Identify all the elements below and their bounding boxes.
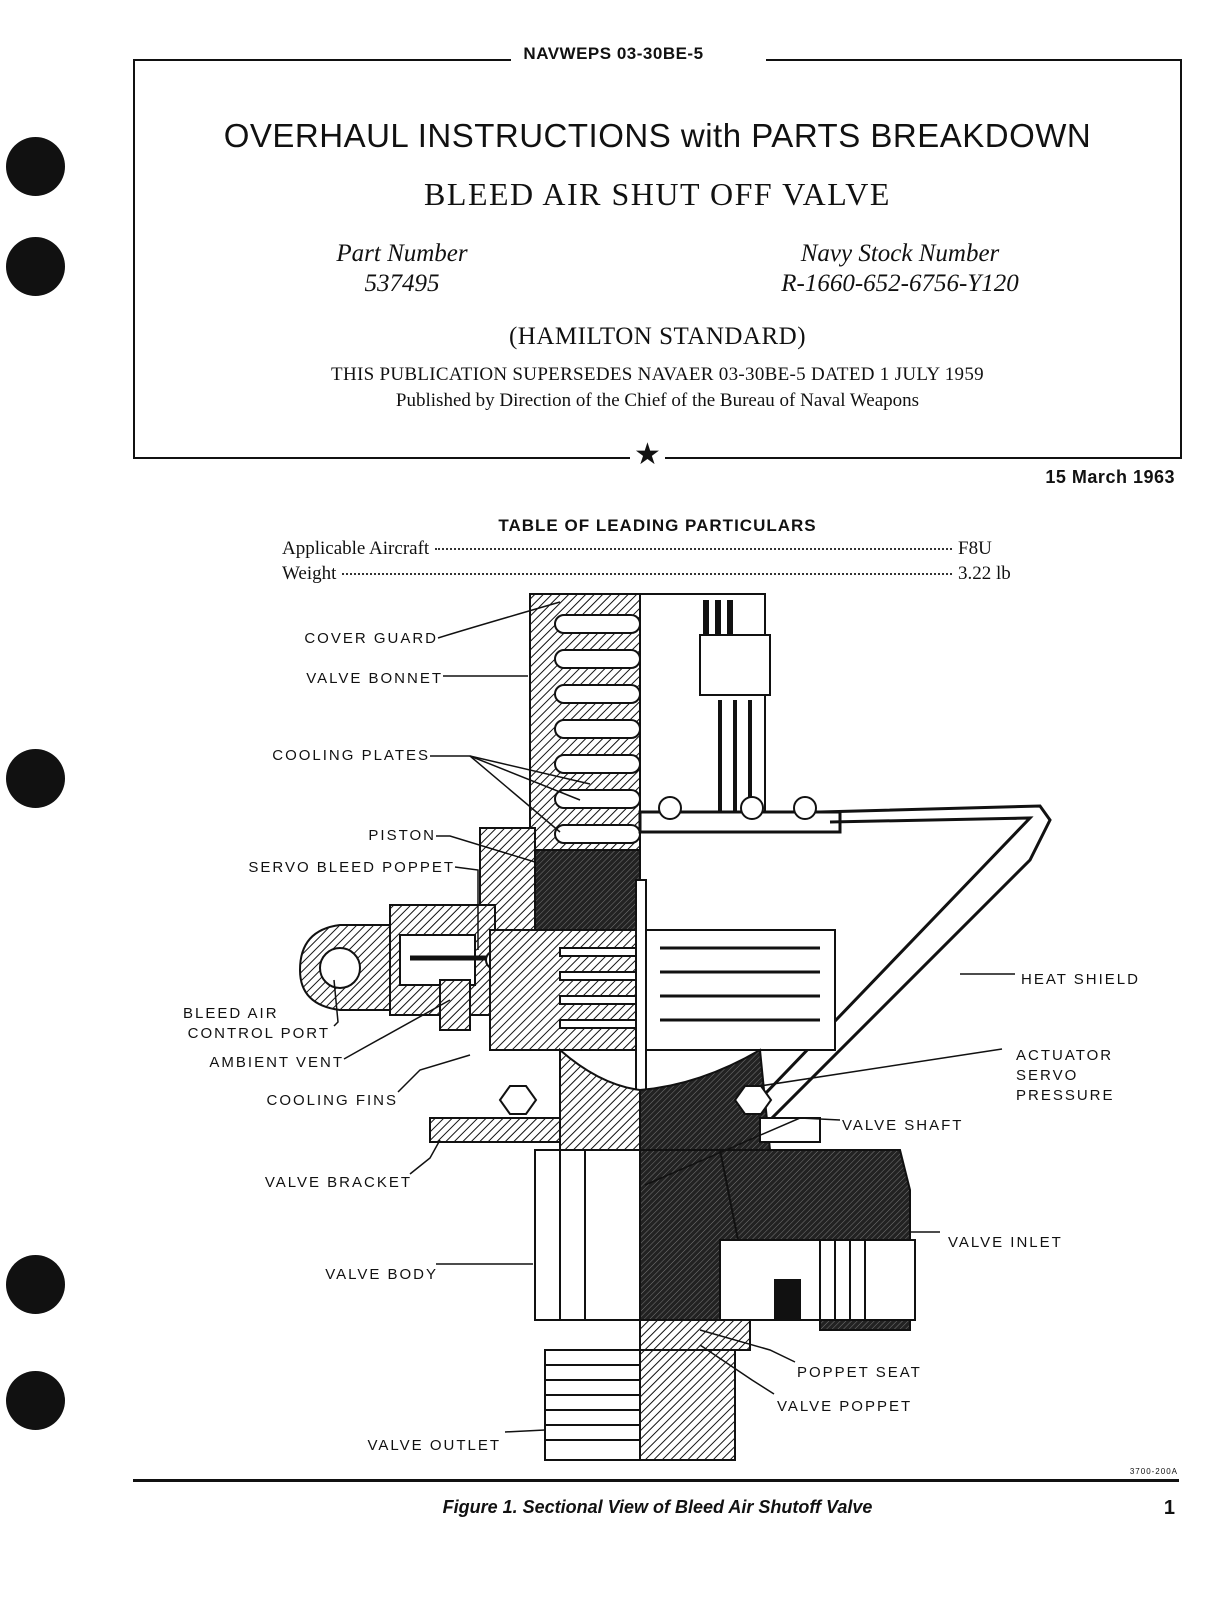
callout-poppet-seat: POPPET SEAT — [797, 1364, 922, 1381]
valve-body-shape — [534, 1149, 916, 1331]
punch-hole — [6, 137, 65, 196]
callout-valve-bracket: VALVE BRACKET — [264, 1174, 412, 1191]
callout-actuator: ACTUATOR — [1016, 1047, 1114, 1064]
callout-cooling-plates: COOLING PLATES — [272, 747, 430, 764]
callout-ambient-vent: AMBIENT VENT — [209, 1054, 344, 1071]
callout-valve-shaft: VALVE SHAFT — [842, 1117, 964, 1134]
callout-valve-bonnet: VALVE BONNET — [306, 670, 443, 687]
callout-cover-guard: COVER GUARD — [304, 630, 438, 647]
document-subtitle: BLEED AIR SHUT OFF VALVE — [424, 176, 891, 212]
callout-valve-outlet: VALVE OUTLET — [367, 1437, 501, 1454]
bleed-air-port-shape — [298, 904, 505, 1031]
row-label: Applicable Aircraft — [282, 538, 430, 559]
punch-hole — [6, 749, 65, 808]
stock-number-block: Navy Stock Number R-1660-652-6756-Y120 — [735, 239, 1065, 299]
punch-hole — [6, 237, 65, 296]
callout-valve-inlet: VALVE INLET — [948, 1234, 1063, 1251]
callout-control-port: CONTROL PORT — [187, 1025, 330, 1042]
punch-hole — [6, 1371, 65, 1430]
leader-dots — [342, 573, 952, 575]
callout-bleed-air: BLEED AIR — [183, 1005, 279, 1022]
punch-hole — [6, 1255, 65, 1314]
supersedes-notice: THIS PUBLICATION SUPERSEDES NAVAER 03-30… — [331, 364, 984, 385]
manufacturer: (HAMILTON STANDARD) — [508, 323, 807, 350]
callout-pressure: PRESSURE — [1016, 1087, 1115, 1104]
table-row: Applicable Aircraft F8U — [282, 538, 1028, 560]
valve-bonnet-shape — [529, 593, 641, 895]
published-by: Published by Direction of the Chief of t… — [395, 390, 920, 411]
callout-valve-body: VALVE BODY — [325, 1266, 438, 1283]
leader-lines — [333, 601, 1015, 1433]
heat-shield-shape — [638, 804, 1052, 1132]
row-value: F8U — [958, 538, 992, 559]
stock-number-value: R-1660-652-6756-Y120 — [781, 270, 1019, 297]
callout-heat-shield: HEAT SHIELD — [1021, 971, 1140, 988]
callout-piston: PISTON — [368, 827, 436, 844]
figure-rule — [133, 1479, 1179, 1482]
row-label: Weight — [282, 563, 337, 584]
callout-cooling-fins: COOLING FINS — [266, 1092, 398, 1109]
part-number-value: 537495 — [364, 270, 440, 297]
document-number: NAVWEPS 03-30BE-5 — [0, 44, 1227, 64]
table-title: TABLE OF LEADING PARTICULARS — [498, 516, 817, 535]
cooling-fins-shape — [489, 929, 836, 1051]
screw-icon — [658, 796, 817, 820]
part-number-block: Part Number 537495 — [282, 239, 522, 299]
bonnet-exterior — [639, 593, 771, 813]
stock-number-label: Navy Stock Number — [800, 240, 1000, 267]
callout-valve-poppet: VALVE POPPET — [777, 1398, 913, 1415]
leader-dots — [435, 548, 952, 550]
valve-outlet-shape — [544, 1319, 751, 1461]
star-icon: ★ — [630, 440, 665, 470]
figure-caption: Figure 1. Sectional View of Bleed Air Sh… — [442, 1497, 873, 1517]
callout-servo: SERVO — [1016, 1067, 1079, 1084]
drawing-number: 3700-200A — [1129, 1467, 1178, 1476]
document-title: OVERHAUL INSTRUCTIONS with PARTS BREAKDO… — [223, 117, 1092, 154]
table-row: Weight 3.22 lb — [282, 563, 1028, 585]
row-value: 3.22 lb — [958, 563, 1011, 584]
publication-date: 15 March 1963 — [1045, 467, 1175, 487]
part-number-label: Part Number — [336, 240, 468, 267]
callout-servo-bleed-poppet: SERVO BLEED POPPET — [248, 859, 455, 876]
page-number: 1 — [1163, 1497, 1175, 1519]
